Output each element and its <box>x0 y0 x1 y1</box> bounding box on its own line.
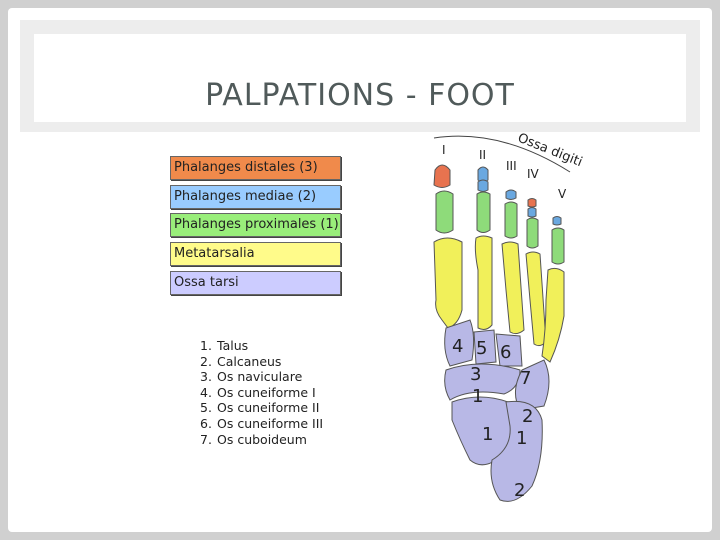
list-item: 5.Os cuneiforme II <box>200 400 320 416</box>
bone-number-5: 5 <box>476 338 487 359</box>
legend-item-phalanges-mediae: Phalanges mediae (2) <box>170 185 341 209</box>
proximal-phalanx-i <box>435 190 454 234</box>
bone-number-7: 7 <box>520 368 531 389</box>
legend-item-ossa-tarsi: Ossa tarsi <box>170 271 341 295</box>
list-item: 4.Os cuneiforme I <box>200 384 316 400</box>
toe-label-i: I <box>442 143 446 157</box>
bone-number-3: 3 <box>470 364 481 385</box>
ossa-digiti-label: Ossa digiti <box>515 131 584 171</box>
metatarsal-ii <box>474 235 493 330</box>
toe-label-v: V <box>558 187 567 201</box>
title-box: PALPATIONS - FOOT <box>34 34 686 122</box>
bone-number-2-upper: 2 <box>522 406 533 427</box>
legend-item-metatarsalia: Metatarsalia <box>170 242 341 266</box>
cuboid <box>515 359 550 411</box>
slide: PALPATIONS - FOOT <box>8 8 712 532</box>
bone-number-6: 6 <box>500 342 511 363</box>
distal-phalanx-v <box>552 216 562 226</box>
calcaneus <box>490 400 543 502</box>
cuneiform-ii <box>473 329 497 365</box>
cuneiform-iii <box>495 333 523 367</box>
navicular <box>444 363 521 401</box>
list-item: 2.Calcaneus <box>200 353 282 369</box>
proximal-phalanx-iii <box>504 201 518 239</box>
metatarsal-v <box>541 267 565 363</box>
bone-number-4: 4 <box>452 336 463 357</box>
ossa-digiti-arc <box>433 135 571 173</box>
proximal-phalanx-iv <box>526 217 539 249</box>
cuneiform-i <box>444 319 475 367</box>
middle-phalanx-iv <box>527 207 537 218</box>
metatarsal-iii <box>501 241 525 335</box>
bone-number-2-lower: 2 <box>514 480 525 501</box>
toe-label-iv: IV <box>527 167 540 181</box>
legend-item-phalanges-proximales: Phalanges proximales (1) <box>170 213 341 237</box>
distal-phalanx-iii <box>505 189 517 200</box>
foot-bones-diagram: Ossa digiti I II III IV V <box>433 131 584 502</box>
toe-label-ii: II <box>479 148 486 162</box>
toe-label-iii: III <box>506 159 517 173</box>
slide-title: PALPATIONS - FOOT <box>205 78 515 113</box>
metatarsal-iv <box>525 251 547 347</box>
bone-number-1-right: 1 <box>516 428 527 449</box>
list-item: 3.Os naviculare <box>200 369 303 385</box>
distal-phalanx-iv <box>527 198 537 208</box>
list-item: 6.Os cuneiforme III <box>200 415 324 431</box>
metatarsal-i <box>433 237 463 329</box>
proximal-phalanx-v <box>551 227 565 265</box>
distal-phalanx-i <box>433 164 451 188</box>
list-item: 1.Talus <box>200 338 249 353</box>
middle-phalanx-ii <box>477 179 489 192</box>
tarsal-bones-list: 1.Talus 2.Calcaneus 3.Os naviculare 4.Os… <box>200 338 323 447</box>
proximal-phalanx-ii <box>476 191 491 233</box>
legend-item-phalanges-distales: Phalanges distales (3) <box>170 156 341 180</box>
bone-number-1-talus: 1 <box>482 424 493 445</box>
bone-number-1-navicular: 1 <box>472 386 483 407</box>
list-item: 7.Os cuboideum <box>200 431 307 447</box>
